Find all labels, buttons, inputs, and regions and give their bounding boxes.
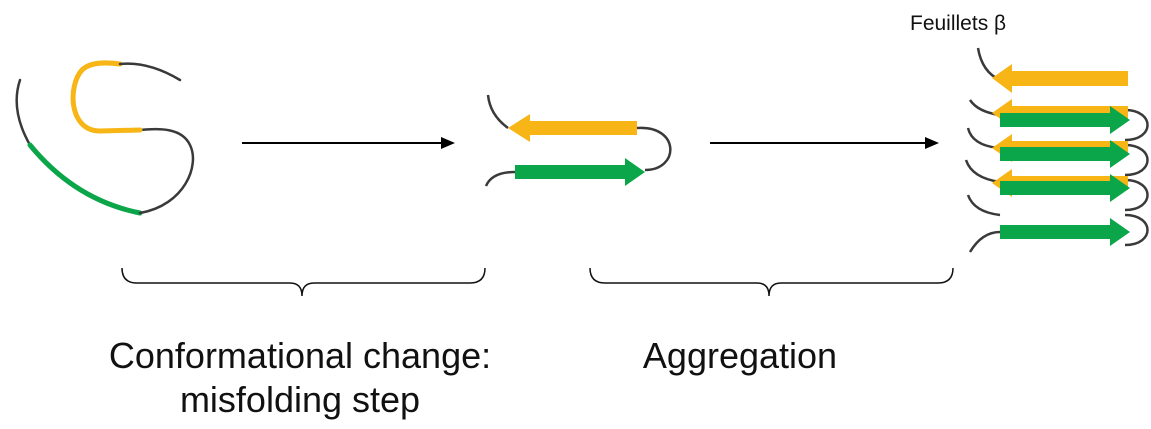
transition-arrow-1 [242,137,455,149]
hairpin-green-strand [515,158,645,186]
aggregate-loop [966,127,999,150]
aggregate-turn [1124,143,1149,177]
aggregate-green-strand [1000,106,1130,134]
beta-sheet-aggregate [964,47,1149,253]
misfolding-step-label: Conformational change: misfolding step [50,334,550,422]
aggregate-yellow-strand [992,64,1128,93]
hairpin-loop-left-bottom [484,170,516,187]
bracket-aggregation [589,267,954,297]
aggregate-turn [1124,213,1149,247]
aggregate-loop [966,194,1001,217]
peptide-yellow-segment [70,60,143,134]
aggregate-loop [964,159,1001,184]
peptide-green-segment [27,142,143,216]
misfolded-hairpin [484,94,672,187]
misfolding-step-label-line1: Conformational change: [108,335,492,376]
aggregate-green-strand [1000,140,1130,168]
peptide-loop-bottom [138,127,195,215]
beta-sheets-label: Feuillets β [910,12,1007,35]
hairpin-loop-left-top [486,94,509,130]
hairpin-turn [636,126,672,172]
peptide-loop-left [15,78,32,147]
peptide-loop-top [118,62,182,82]
aggregate-green-strand [1000,174,1130,202]
hairpin-yellow-strand [508,114,637,142]
bracket-misfolding [121,267,486,297]
aggregate-green-strand [1000,218,1130,246]
aggregate-loop [968,230,1001,253]
transition-arrow-2 [710,137,939,149]
aggregate-turn [1124,178,1149,212]
misfolding-step-label-line2: misfolding step [179,379,421,420]
unfolded-peptide [15,60,195,216]
aggregate-turn [1124,108,1149,142]
aggregation-label: Aggregation [642,335,838,376]
